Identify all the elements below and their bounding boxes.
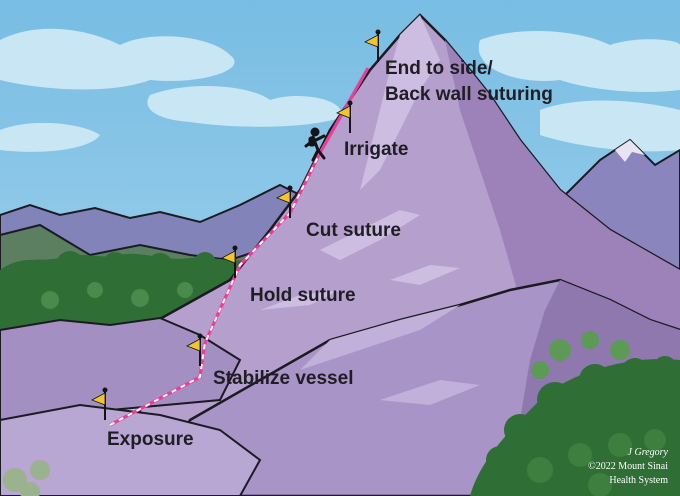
flag-stabilize-vessel	[186, 333, 203, 366]
step-label-hold-suture: Hold suture	[250, 285, 356, 306]
clouds	[0, 28, 680, 152]
step-label-irrigate: Irrigate	[344, 139, 408, 160]
credit-copyright: ©2022 Mount Sinai	[588, 461, 668, 472]
step-label-cut-suture: Cut suture	[306, 220, 401, 241]
right-forest-light	[531, 331, 630, 379]
credit-org: Health System	[609, 475, 668, 486]
step-label-stabilize-vessel: Stabilize vessel	[213, 368, 353, 389]
flag-irrigate	[336, 100, 353, 133]
step-label-back-wall-suturing: Back wall suturing	[385, 84, 553, 105]
flag-summit	[364, 29, 381, 62]
left-forest-light	[41, 282, 193, 309]
climber-figure	[304, 127, 326, 162]
front-left-hill	[0, 403, 262, 496]
front-mountain-highlight	[300, 305, 480, 405]
step-label-end-to-side: End to side/	[385, 58, 493, 79]
flag-hold-suture	[221, 245, 238, 278]
mountain-snow-streaks	[260, 210, 460, 310]
far-peak-snow	[615, 140, 645, 162]
flag-exposure	[91, 387, 108, 420]
front-left-bushes	[3, 460, 50, 496]
flag-cut-suture	[276, 185, 293, 218]
right-forest-front	[527, 429, 666, 496]
credit-artist: J Gregory	[628, 447, 669, 458]
step-label-exposure: Exposure	[107, 429, 194, 450]
right-forest	[470, 356, 680, 496]
mountain-shadow-ridge	[360, 15, 440, 190]
